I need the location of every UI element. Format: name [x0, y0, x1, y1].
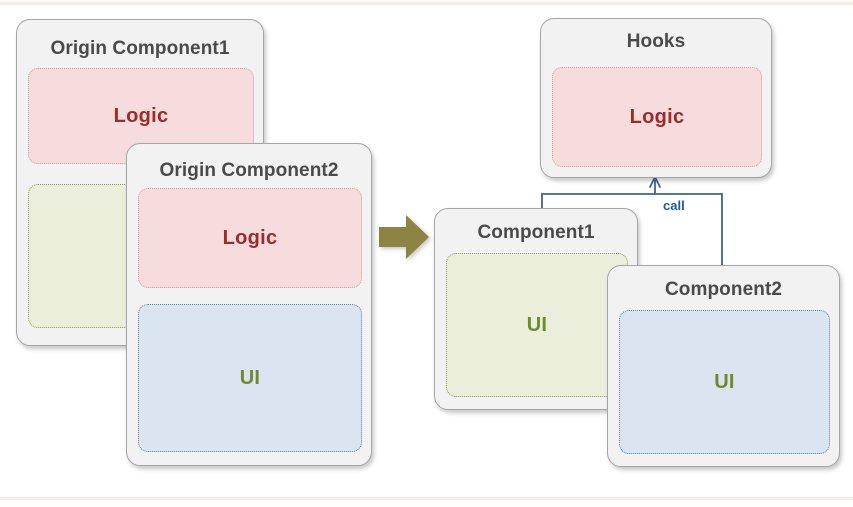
panel-logic-origin-component-2: Logic [138, 188, 362, 288]
panel-label-logic: Logic [222, 226, 278, 249]
panel-label-ui: UI [714, 370, 735, 393]
card-title-component-1: Component1 [477, 222, 595, 243]
card-component-1[interactable]: Component1 UI [434, 208, 638, 410]
card-title-hooks: Hooks [626, 31, 686, 52]
panel-ui-component-1: UI [446, 253, 628, 397]
bottom-divider-rule [0, 497, 853, 500]
connector-label-call: call [663, 198, 685, 213]
panel-ui-component-2: UI [619, 310, 830, 454]
card-hooks[interactable]: Hooks Logic [540, 18, 772, 178]
panel-label-ui: UI [239, 366, 261, 389]
panel-logic-hooks: Logic [552, 67, 762, 167]
right-block-arrow-icon [379, 215, 429, 259]
card-title-component-2: Component2 [664, 279, 783, 300]
top-divider-rule [0, 2, 853, 5]
panel-label-ui: UI [526, 313, 548, 336]
card-component-2[interactable]: Component2 UI [607, 265, 840, 467]
panel-label-logic: Logic [629, 105, 685, 128]
card-title-origin-component-2: Origin Component2 [159, 160, 339, 181]
card-title-origin-component-1: Origin Component1 [50, 38, 230, 59]
panel-label-logic: Logic [113, 104, 169, 127]
card-origin-component-2[interactable]: Origin Component2 Logic UI [126, 143, 372, 466]
panel-ui-origin-component-2: UI [138, 304, 362, 452]
